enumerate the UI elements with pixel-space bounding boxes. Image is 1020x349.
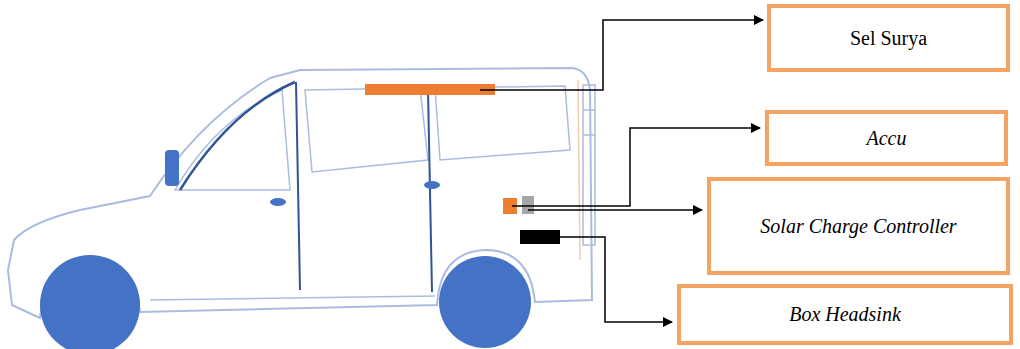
label-box: Sel Surya	[767, 4, 1010, 72]
heatsink-part	[520, 230, 560, 244]
car-door-line	[428, 90, 432, 292]
box-label: Box Headsink	[789, 300, 901, 329]
car-rear-window	[435, 86, 570, 160]
rear-edge	[578, 80, 580, 260]
box-label: Solar Charge Controller	[760, 212, 956, 241]
car-mirror	[165, 150, 179, 186]
front-wheel	[40, 255, 140, 349]
rear-light	[583, 85, 595, 245]
solar-panel	[365, 84, 495, 95]
car-door-line	[296, 82, 300, 290]
door-handle	[424, 181, 440, 189]
leader-line	[528, 209, 702, 211]
door-handle	[270, 198, 286, 206]
label-box: Accu	[765, 110, 1008, 166]
car-side-window	[305, 88, 428, 172]
label-box: Box Headsink	[677, 284, 1013, 345]
rear-wheel	[439, 256, 531, 348]
car-front-window	[175, 90, 290, 190]
box-label: Accu	[867, 124, 907, 153]
car-pillar	[180, 82, 295, 190]
box-label: Sel Surya	[850, 24, 927, 53]
car-sill	[150, 296, 435, 300]
controller-part	[522, 196, 534, 214]
label-box: Solar Charge Controller	[707, 177, 1010, 275]
leader-line	[480, 20, 763, 90]
leader-line	[558, 237, 672, 322]
